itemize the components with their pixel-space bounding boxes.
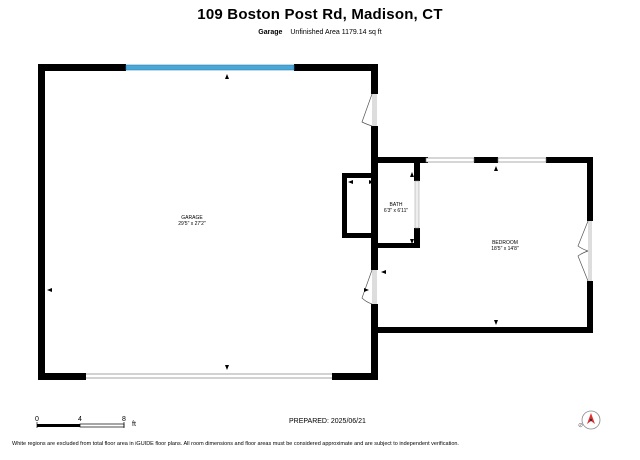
room-dimensions: 6'3" x 6'11" [384,208,408,214]
bedroom-windows [425,157,547,163]
room-bath-label: BATH 6'3" x 6'11" [384,202,408,214]
room-name: BATH [390,202,403,208]
garage-walls [38,64,378,380]
garage-door-upper [361,93,377,127]
bedroom-walls [378,157,593,333]
floor-name: Garage [258,29,283,36]
scale-bar: 0 4 8 ft [35,416,136,428]
bath-walls [342,157,428,248]
floor-area: Unfinished Area 1179.14 sq ft [290,29,382,36]
garage-window [125,64,295,71]
page-title: 109 Boston Post Rd, Madison, CT [197,6,443,23]
garage-door [86,373,332,379]
room-name: BEDROOM [492,240,518,246]
scale-tick-8: 8 [122,416,126,423]
compass-icon: ⊘ [578,410,601,430]
room-bedroom-label: BEDROOM 18'5" x 14'8" [491,240,519,252]
room-name: GARAGE [181,215,203,221]
room-garage-label: GARAGE 29'5" x 27'2" [178,215,206,227]
room-dimensions: 18'5" x 14'8" [491,246,519,252]
svg-text:⊘: ⊘ [578,423,583,429]
dimension-arrows [47,74,498,370]
floor-subtitle: Garage Unfinished Area 1179.14 sq ft [0,29,640,36]
scale-tick-0: 0 [35,416,39,423]
garage-door-lower [361,269,377,305]
bedroom-door [577,220,592,282]
room-dimensions: 29'5" x 27'2" [178,221,206,227]
footer-disclaimer: White regions are excluded from total fl… [12,441,459,447]
prepared-date: PREPARED: 2025/06/21 [289,418,366,425]
scale-tick-4: 4 [78,416,82,423]
scale-unit: ft [132,421,136,428]
bath-window [414,180,420,229]
